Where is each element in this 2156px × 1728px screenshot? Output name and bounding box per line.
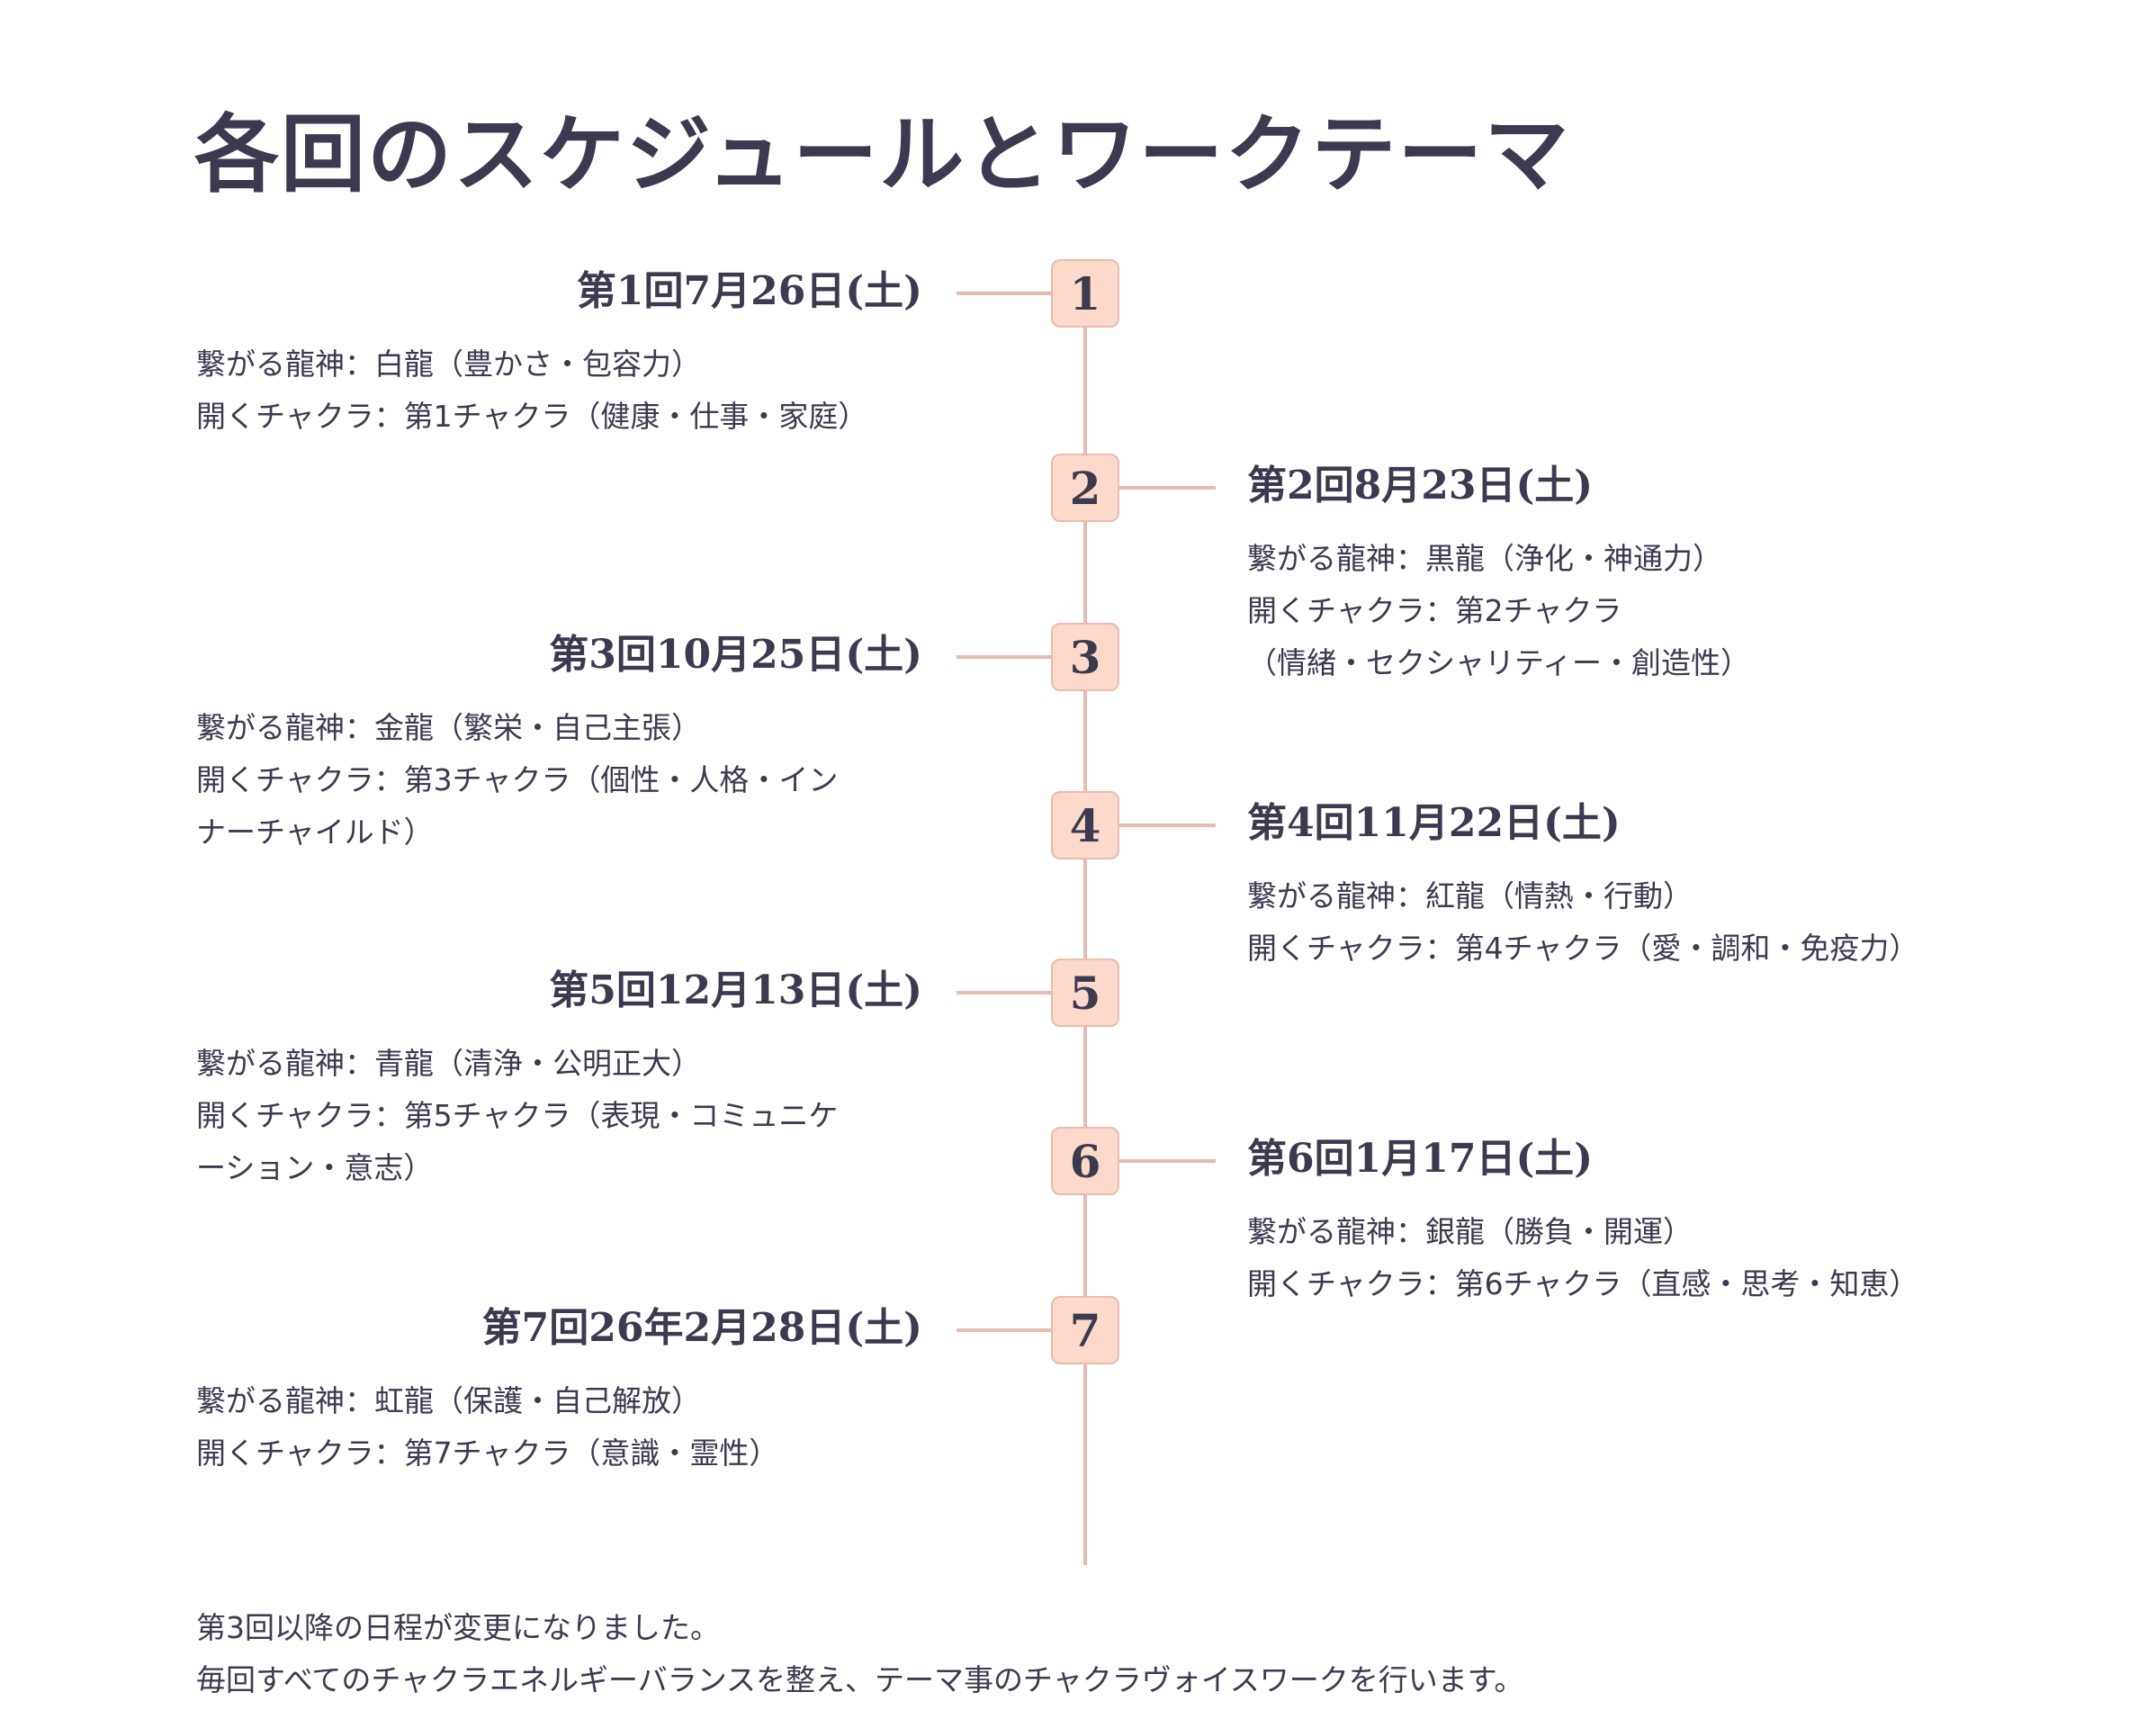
session-heading: 第3回10月25日(土) [549,632,922,678]
session-heading: 第1回7月26日(土) [576,268,922,314]
session-number-badge: 7 [1051,1296,1119,1364]
session-detail-line: 繋がる龍神：金龍（繁栄・自己主張） [196,710,701,745]
timeline-connector [957,1328,1052,1332]
session-detail-line: 開くチャクラ：第6チャクラ（直感・思考・知恵） [1247,1266,1919,1301]
session-details: 繋がる龍神：青龍（清浄・公明正大） 開くチャクラ：第5チャクラ（表現・コミュニケー… [196,1038,838,1194]
footer-note: 毎回すべてのチャクラエネルギーバランスを整え、テーマ事のチャクラヴォイスワークを… [196,1662,1524,1697]
session-detail-line: 開くチャクラ：第3チャクラ（個性・人格・イン [196,762,839,797]
session-detail-line: 繋がる龍神：青龍（清浄・公明正大） [196,1046,701,1081]
session-details: 繋がる龍神：銀龍（勝負・開運） 開くチャクラ：第6チャクラ（直感・思考・知恵） [1247,1206,1918,1310]
session-number-badge: 5 [1051,958,1119,1027]
session-heading: 第5回12月13日(土) [549,968,922,1013]
session-heading: 第2回8月23日(土) [1247,463,1594,508]
session-number-badge: 3 [1051,623,1119,691]
session-detail-line: 繋がる龍神：紅龍（情熱・行動） [1247,878,1693,914]
timeline-connector [1118,1159,1216,1163]
timeline-connector [957,655,1052,659]
page-title: 各回のスケジュールとワークテーマ [194,106,1571,204]
timeline-connector [1118,824,1216,827]
session-detail-line: 繋がる龍神：黒龍（浄化・神通力） [1247,541,1722,576]
session-detail-line: 繋がる龍神：白龍（豊かさ・包容力） [196,346,701,382]
session-details: 繋がる龍神：白龍（豊かさ・包容力） 開くチャクラ：第1チャクラ（健康・仕事・家庭） [196,338,867,443]
session-heading: 第4回11月22日(土) [1247,800,1621,846]
session-details: 繋がる龍神：虹龍（保護・自己解放） 開くチャクラ：第7チャクラ（意識・霊性） [196,1375,778,1480]
footer-note: 第3回以降の日程が変更になりました。 [196,1610,720,1645]
session-number-badge: 1 [1051,259,1119,328]
session-detail-line: 開くチャクラ：第1チャクラ（健康・仕事・家庭） [196,399,868,434]
session-detail-line: 繋がる龍神：銀龍（勝負・開運） [1247,1214,1693,1249]
footer-notes: 第3回以降の日程が変更になりました。 毎回すべてのチャクラエネルギーバランスを整… [196,1602,1523,1706]
session-heading: 第7回26年2月28日(土) [481,1305,922,1351]
session-detail-line: ーション・意志） [196,1150,434,1185]
session-number-badge: 6 [1051,1127,1119,1195]
timeline-connector [957,991,1052,994]
session-details: 繋がる龍神：紅龍（情熱・行動） 開くチャクラ：第4チャクラ（愛・調和・免疫力） [1247,870,1918,975]
session-number-badge: 4 [1051,791,1119,860]
timeline-connector [957,292,1052,295]
session-details: 繋がる龍神：金龍（繁栄・自己主張） 開くチャクラ：第3チャクラ（個性・人格・インナ… [196,702,838,859]
timeline-line [1083,293,1087,1565]
session-detail-line: 開くチャクラ：第7チャクラ（意識・霊性） [196,1436,779,1471]
session-detail-line: 開くチャクラ：第4チャクラ（愛・調和・免疫力） [1247,931,1919,966]
session-details: 繋がる龍神：黒龍（浄化・神通力） 開くチャクラ：第2チャクラ （情緒・セクシャリティ… [1247,533,1750,689]
timeline-connector [1118,486,1216,490]
session-detail-line: 開くチャクラ：第2チャクラ [1247,593,1622,628]
session-heading: 第6回1月17日(土) [1247,1136,1594,1182]
session-number-badge: 2 [1051,454,1119,522]
session-detail-line: 繋がる龍神：虹龍（保護・自己解放） [196,1383,701,1418]
session-detail-line: ナーチャイルド） [196,814,434,850]
session-detail-line: （情緒・セクシャリティー・創造性） [1247,645,1751,680]
session-detail-line: 開くチャクラ：第5チャクラ（表現・コミュニケ [196,1098,839,1133]
